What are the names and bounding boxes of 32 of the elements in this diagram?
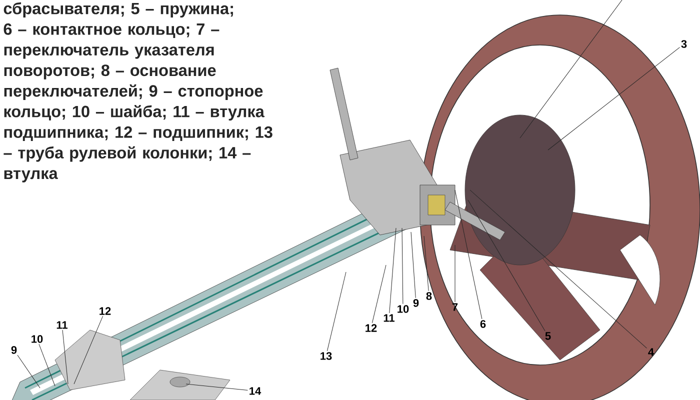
callout-number: 9	[11, 346, 17, 354]
leader-line	[62, 330, 68, 384]
leader-line	[470, 190, 647, 348]
leader-line	[326, 272, 346, 352]
callout-number: 11	[384, 314, 394, 322]
callout-number: 12	[100, 307, 111, 315]
callout-number: 11	[56, 321, 68, 329]
leader-line	[38, 344, 56, 386]
leader-line	[424, 236, 429, 292]
callout-number: 10	[32, 335, 43, 343]
leader-line	[186, 384, 248, 390]
callout-number: 14	[250, 387, 262, 395]
callout-number: 6	[480, 320, 486, 328]
callout-number: 4	[648, 348, 654, 356]
leader-line	[74, 316, 104, 384]
callout-number: 9	[413, 299, 419, 307]
leader-line	[548, 47, 680, 150]
leader-line	[389, 228, 396, 314]
leader-line	[17, 354, 40, 388]
leader-line	[454, 244, 456, 302]
leader-line	[410, 232, 416, 298]
callout-number: 3	[681, 40, 687, 48]
callout-number: 12	[366, 324, 377, 332]
caption: сбрасывателя; 5 – пружина; 6 – контактное кольцо; 7 – переключатель указателя поворотов; 8 – основание переключателей; 9 – стопорное кольцо; 10 – шайба; 11 – втулка подшипника; 12 – подшипник; 13 – труба рулевой колонки; 14 – втулка	[4, 2, 272, 182]
callout-number: 8	[426, 292, 432, 300]
callout-number: 5	[545, 332, 551, 340]
callout-number: 10	[398, 305, 409, 313]
leader-line	[402, 228, 404, 304]
leader-line	[372, 264, 386, 324]
leader-line	[468, 200, 546, 332]
callout-number: 13	[320, 352, 332, 360]
leader-line	[454, 190, 482, 320]
